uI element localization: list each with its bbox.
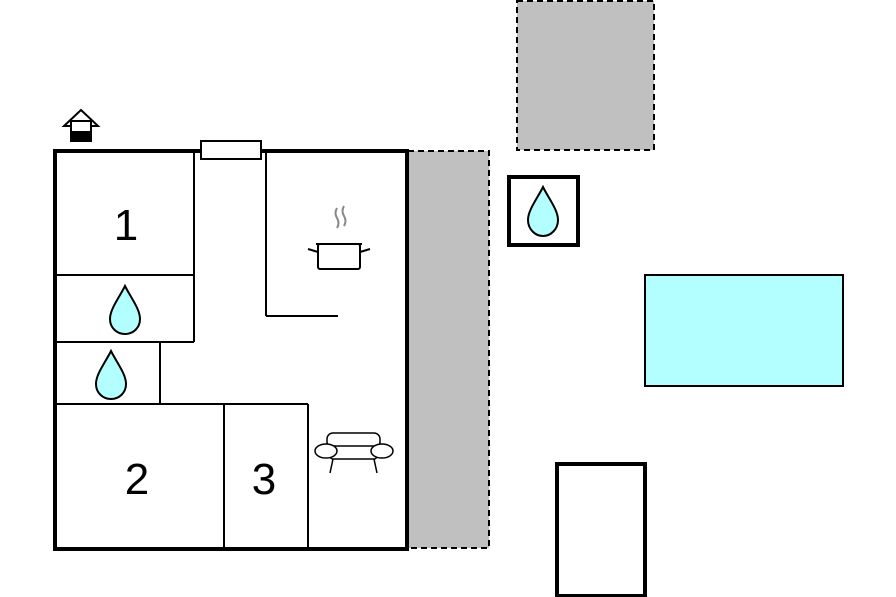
window [200,140,262,160]
terrace-top [516,0,655,151]
room-number-1: 1 [114,201,138,250]
house-outline [53,149,409,551]
water-drop-icon [526,184,560,238]
house-icon [61,108,101,142]
terrace-side [407,150,490,549]
sofa-icon [314,432,394,474]
interior-walls [55,151,338,549]
room-number-3: 3 [252,455,276,504]
cooking-pot-icon [307,205,371,270]
room-number-2: 2 [125,455,149,504]
pool [644,274,844,387]
outdoor-shower [507,175,580,247]
outbuilding [555,462,647,597]
water-drop-icon [94,348,128,401]
water-drop-icon [108,283,142,336]
